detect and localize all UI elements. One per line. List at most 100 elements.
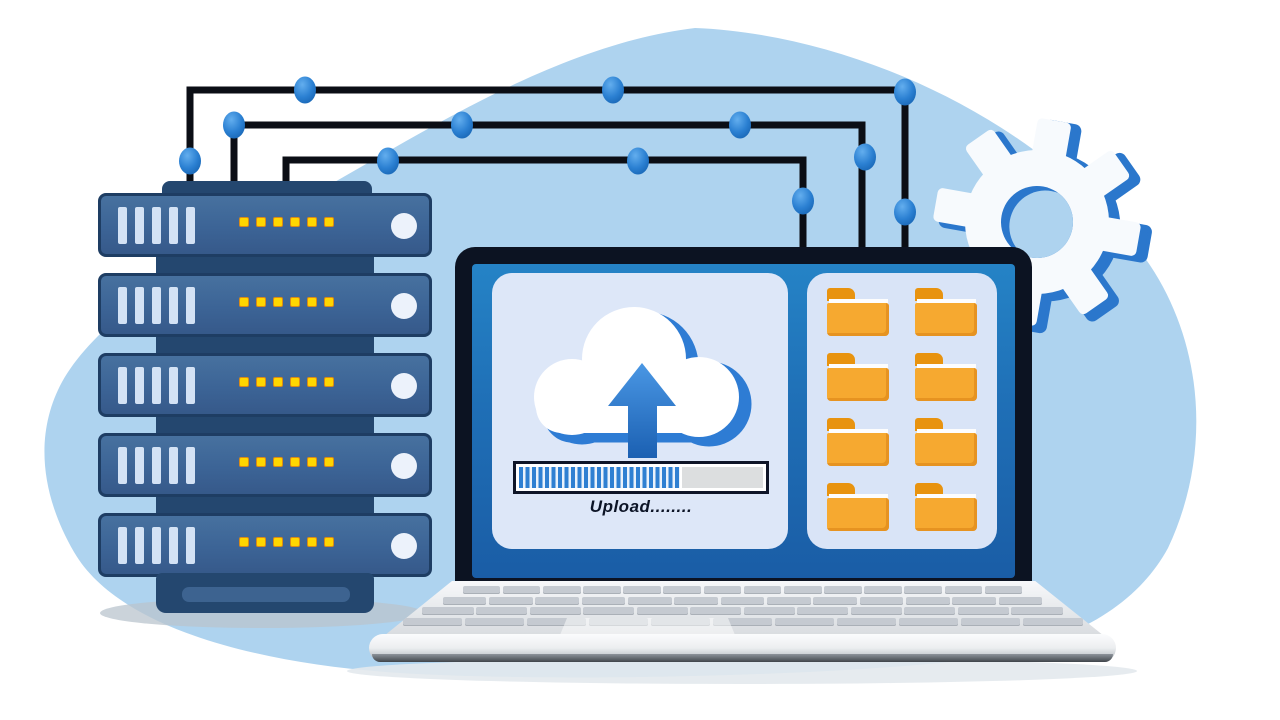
folder-strip bbox=[829, 299, 888, 304]
keyboard-key bbox=[904, 607, 956, 615]
server-unit bbox=[98, 193, 432, 257]
keyboard-key bbox=[627, 596, 672, 605]
drive-knob-icon bbox=[391, 533, 417, 559]
led-indicator-icon bbox=[273, 377, 283, 387]
server-unit bbox=[98, 513, 432, 577]
keyboard-key bbox=[690, 607, 742, 615]
vent-stripe bbox=[186, 287, 195, 324]
folder-tab bbox=[827, 418, 855, 431]
folder-body bbox=[827, 303, 889, 336]
vent-stripes bbox=[118, 207, 195, 244]
vent-stripe bbox=[169, 287, 178, 324]
led-row bbox=[239, 297, 334, 307]
network-node-icon bbox=[792, 187, 814, 215]
folder-strip bbox=[829, 429, 888, 434]
keyboard-key bbox=[813, 596, 858, 605]
vent-stripes bbox=[118, 527, 195, 564]
keyboard-key bbox=[797, 607, 849, 615]
folder-tab bbox=[915, 418, 943, 431]
keyboard-key bbox=[905, 596, 950, 605]
keyboard-key bbox=[581, 596, 626, 605]
keyboard-key bbox=[743, 607, 795, 615]
keyboard-key bbox=[464, 617, 525, 626]
server-rack bbox=[96, 181, 436, 617]
folder-strip bbox=[917, 299, 976, 304]
led-indicator-icon bbox=[256, 537, 266, 547]
led-indicator-icon bbox=[307, 217, 317, 227]
led-indicator-icon bbox=[324, 457, 334, 467]
server-unit bbox=[98, 433, 432, 497]
drive-knob-icon bbox=[391, 373, 417, 399]
rack-pedestal bbox=[156, 573, 374, 613]
led-indicator-icon bbox=[256, 297, 266, 307]
vent-stripe bbox=[118, 527, 127, 564]
vent-stripe bbox=[135, 447, 144, 484]
server-unit bbox=[98, 273, 432, 337]
network-node-icon bbox=[894, 198, 916, 226]
folder-body bbox=[915, 303, 977, 336]
network-node-icon bbox=[627, 147, 649, 175]
keyboard-key bbox=[836, 617, 897, 626]
keyboard-key bbox=[529, 607, 581, 615]
folder-tab bbox=[827, 353, 855, 366]
keyboard-key bbox=[488, 596, 533, 605]
vent-stripe bbox=[135, 207, 144, 244]
keyboard-key bbox=[998, 596, 1043, 605]
rack-pedestal-slot bbox=[182, 587, 350, 602]
network-cables bbox=[179, 76, 916, 254]
folder-icon bbox=[915, 353, 977, 401]
led-indicator-icon bbox=[290, 297, 300, 307]
keyboard-row bbox=[442, 596, 1043, 605]
folder-icon bbox=[915, 483, 977, 531]
folder-strip bbox=[917, 494, 976, 499]
vent-stripe bbox=[135, 367, 144, 404]
folder-strip bbox=[829, 494, 888, 499]
cloud-upload-icon bbox=[534, 307, 752, 458]
laptop-screen: Upload........ bbox=[472, 264, 1015, 578]
keyboard-key bbox=[720, 596, 765, 605]
keyboard-key bbox=[402, 617, 463, 626]
network-node-icon bbox=[179, 147, 201, 175]
upload-progress-bar bbox=[513, 461, 769, 494]
led-indicator-icon bbox=[324, 217, 334, 227]
network-node-icon bbox=[451, 111, 473, 139]
folder-icon bbox=[915, 418, 977, 466]
led-indicator-icon bbox=[239, 297, 249, 307]
network-node-icon bbox=[377, 147, 399, 175]
keyboard-key bbox=[824, 586, 862, 594]
touchpad bbox=[560, 618, 735, 635]
network-node-icon bbox=[894, 78, 916, 106]
led-indicator-icon bbox=[273, 297, 283, 307]
led-row bbox=[239, 377, 334, 387]
network-node-icon bbox=[223, 111, 245, 139]
folder-icon bbox=[827, 353, 889, 401]
vent-stripe bbox=[118, 207, 127, 244]
vent-stripes bbox=[118, 367, 195, 404]
led-indicator-icon bbox=[290, 457, 300, 467]
keyboard-key bbox=[957, 607, 1009, 615]
led-indicator-icon bbox=[273, 217, 283, 227]
folder-body bbox=[915, 433, 977, 466]
keyboard-key bbox=[526, 617, 587, 626]
vent-stripe bbox=[152, 367, 161, 404]
led-indicator-icon bbox=[273, 537, 283, 547]
folder-strip bbox=[829, 364, 888, 369]
keyboard-key bbox=[703, 586, 742, 594]
vent-stripe bbox=[169, 367, 178, 404]
led-row bbox=[239, 537, 334, 547]
led-row bbox=[239, 457, 334, 467]
led-indicator-icon bbox=[256, 457, 266, 467]
keyboard-key bbox=[743, 586, 782, 594]
keyboard-key bbox=[859, 596, 904, 605]
folder-body bbox=[915, 368, 977, 401]
keyboard-key bbox=[636, 607, 688, 615]
keyboard-key bbox=[864, 586, 902, 594]
keyboard-key bbox=[904, 586, 943, 594]
vent-stripe bbox=[118, 367, 127, 404]
keyboard-key bbox=[422, 607, 474, 615]
keyboard-key bbox=[663, 586, 702, 594]
network-cable bbox=[230, 121, 866, 254]
keyboard-key bbox=[535, 596, 580, 605]
keyboard-key bbox=[502, 586, 541, 594]
folder-strip bbox=[917, 429, 976, 434]
